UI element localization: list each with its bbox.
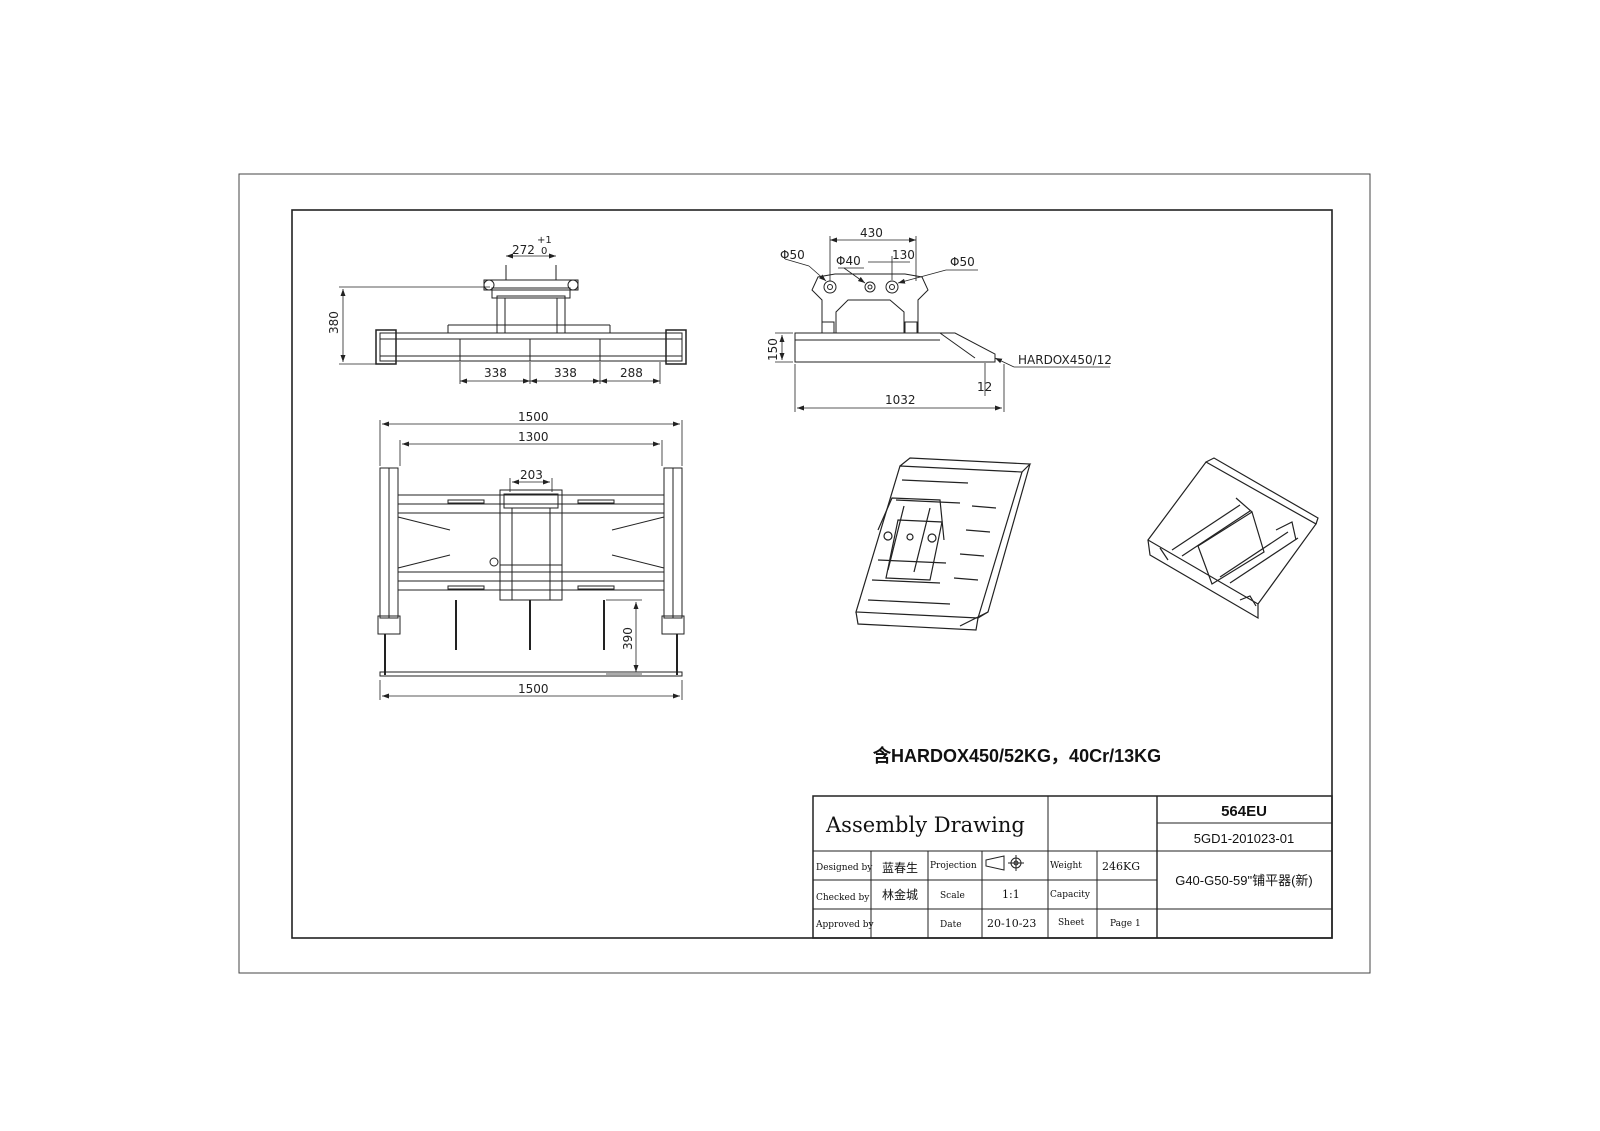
dim-phi50-right: Φ50 [950, 255, 975, 269]
dim-12: 12 [977, 380, 992, 394]
dim-150: 150 [766, 338, 780, 361]
date-value: 20-10-23 [987, 917, 1036, 930]
sheet-value: Page 1 [1110, 919, 1141, 929]
dim-130: 130 [892, 248, 915, 262]
dim-1500-top: 1500 [518, 410, 549, 424]
sheet-label: Sheet [1058, 918, 1085, 928]
dim-338-left: 338 [484, 366, 507, 380]
checked-by-value: 林金城 [882, 887, 918, 902]
side-elevation-dimensions [775, 236, 1110, 412]
checked-by-label: Checked by [816, 893, 870, 903]
designed-by-value: 蓝春生 [882, 861, 918, 875]
plan-view [377, 467, 685, 677]
outer-border [238, 173, 1371, 974]
dim-272: 272 [512, 243, 535, 257]
projection-label: Projection [930, 861, 977, 871]
isometric-view-front [855, 457, 1032, 631]
part-name: G40-G50-59"铺平器(新) [1175, 873, 1313, 888]
scale-label: Scale [940, 891, 965, 901]
dim-1300: 1300 [518, 430, 549, 444]
approved-by-label: Approved by [815, 920, 875, 930]
material-note: 含HARDOX450/52KG，40Cr/13KG [873, 745, 1161, 766]
inner-border [291, 209, 1333, 939]
dim-tolerance-zero: 0 [541, 246, 547, 257]
weight-value: 246KG [1102, 860, 1140, 873]
dim-338-middle: 338 [554, 366, 577, 380]
isometric-view-rear [1147, 457, 1319, 620]
dim-430: 430 [860, 226, 883, 240]
dim-380: 380 [327, 311, 341, 334]
front-elevation-dimensions [339, 253, 661, 384]
dim-phi40: Φ40 [836, 254, 861, 268]
dim-288: 288 [620, 366, 643, 380]
dim-tolerance-plus: +1 [537, 235, 552, 246]
side-elevation-view [794, 273, 996, 363]
dim-1032: 1032 [885, 393, 916, 407]
title-block [812, 795, 1333, 939]
dim-1500-bottom: 1500 [518, 682, 549, 696]
material-callout: HARDOX450/12 [1018, 353, 1112, 367]
first-angle-projection-icon [985, 855, 1024, 871]
scale-value: 1:1 [1002, 888, 1020, 901]
model-number: 564EU [1221, 803, 1267, 820]
front-elevation-view [375, 265, 687, 365]
drawing-number: 5GD1-201023-01 [1194, 831, 1294, 846]
plan-view-dimensions [379, 420, 683, 700]
weight-label: Weight [1050, 861, 1082, 871]
dim-phi50-left: Φ50 [780, 248, 805, 262]
dim-203: 203 [520, 468, 543, 482]
designed-by-label: Designed by [816, 863, 873, 873]
dim-390: 390 [621, 627, 635, 650]
drawing-title: Assembly Drawing [825, 813, 1025, 837]
date-label: Date [940, 920, 962, 930]
capacity-label: Capacity [1050, 890, 1091, 900]
